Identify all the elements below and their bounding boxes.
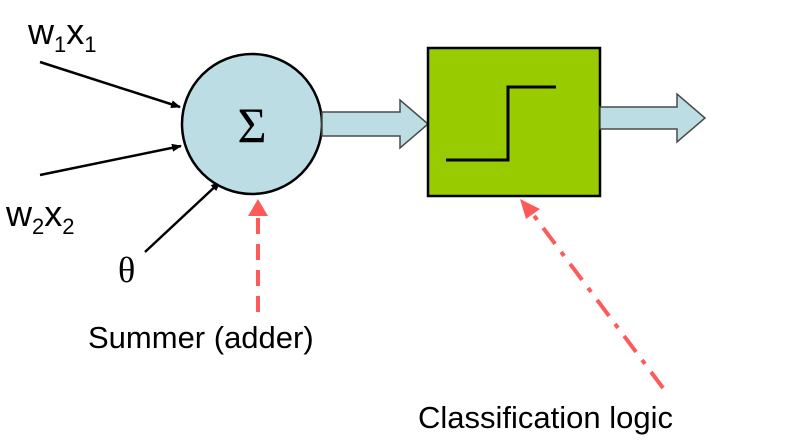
- bias-arrow: [144, 181, 221, 253]
- summer-caption: Summer (adder): [88, 320, 314, 355]
- input2-arrow: [39, 143, 182, 177]
- bias-label: θ: [118, 250, 135, 290]
- sigma-symbol: Σ: [237, 97, 266, 153]
- input1-arrow: [39, 60, 181, 109]
- input1-label: w1x1: [27, 11, 97, 57]
- summer-node: Σ: [180, 52, 324, 196]
- classifier-pointer-arrowhead: [520, 199, 540, 219]
- classifier-pointer-line: [530, 211, 665, 390]
- input2-label: w2x2: [5, 193, 75, 239]
- step-function-icon: [446, 85, 556, 162]
- output-arrow: [599, 92, 707, 144]
- summer-to-classifier-arrow: [321, 98, 430, 150]
- summer-pointer-arrowhead: [248, 199, 268, 216]
- classifier-box: [426, 46, 602, 198]
- classifier-caption: Classification logic: [418, 400, 673, 435]
